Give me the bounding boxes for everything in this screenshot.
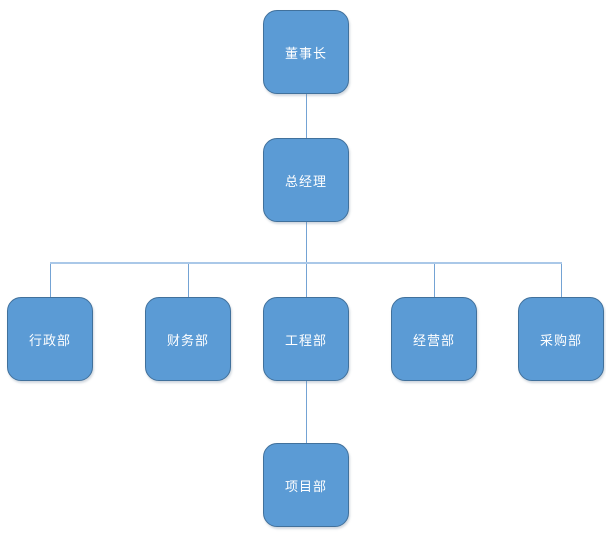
connector-bus-to-admin — [50, 264, 51, 297]
connector-engineering-to-project — [306, 381, 307, 443]
org-node-engineering-dept[interactable]: 工程部 — [263, 297, 349, 381]
org-node-admin-dept[interactable]: 行政部 — [7, 297, 93, 381]
connector-gm-to-bus — [306, 222, 307, 263]
org-node-finance-dept[interactable]: 财务部 — [145, 297, 231, 381]
org-node-project-dept[interactable]: 项目部 — [263, 443, 349, 527]
org-node-chairman[interactable]: 董事长 — [263, 10, 349, 94]
org-node-operations-dept[interactable]: 经营部 — [391, 297, 477, 381]
org-node-chairman-label: 董事长 — [284, 46, 327, 62]
connector-bus-to-engineering — [306, 264, 307, 297]
connector-bus-to-finance — [188, 264, 189, 297]
connector-bus-to-operations — [434, 264, 435, 297]
org-node-admin-dept-label: 行政部 — [28, 333, 71, 349]
org-node-procurement-dept[interactable]: 采购部 — [518, 297, 604, 381]
org-node-project-dept-label: 项目部 — [284, 479, 327, 495]
connector-chairman-to-gm — [306, 94, 307, 138]
org-node-procurement-dept-label: 采购部 — [539, 333, 582, 349]
connector-bus-to-procurement — [561, 264, 562, 297]
org-node-operations-dept-label: 经营部 — [412, 333, 455, 349]
org-node-finance-dept-label: 财务部 — [166, 333, 209, 349]
connector-horizontal-bus — [50, 262, 562, 264]
org-node-engineering-dept-label: 工程部 — [284, 333, 327, 349]
org-node-general-manager-label: 总经理 — [284, 174, 327, 190]
org-node-general-manager[interactable]: 总经理 — [263, 138, 349, 222]
